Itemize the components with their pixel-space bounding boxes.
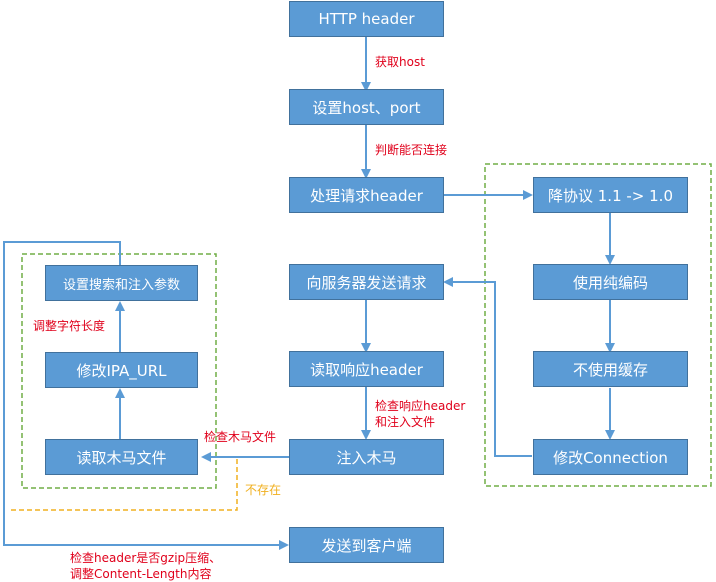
node-modify-connection: 修改Connection: [533, 439, 688, 475]
node-read-trojan-file: 读取木马文件: [45, 439, 198, 475]
node-modify-ipa-url: 修改IPA_URL: [45, 352, 198, 388]
arrow-search-params-to-send-client: [3, 241, 289, 550]
node-set-host-port: 设置host、port: [289, 89, 444, 125]
node-downgrade-protocol: 降协议 1.1 -> 1.0: [533, 177, 688, 213]
label-check-trojan-file: 检查木马文件: [204, 430, 277, 444]
label-not-exist: 不存在: [245, 483, 282, 497]
not-exist-dashed-path: [8, 459, 238, 511]
node-read-response: 读取响应header: [289, 351, 444, 387]
label-check-connection: 判断能否连接: [375, 143, 448, 157]
node-http-header: HTTP header: [289, 1, 444, 37]
arrow-connection-to-send-request: [443, 277, 532, 457]
node-send-request: 向服务器发送请求: [289, 264, 444, 300]
node-inject-trojan: 注入木马: [289, 439, 444, 475]
label-adjust-length: 调整字符长度: [33, 319, 106, 333]
label-check-header-line2: 和注入文件: [375, 415, 436, 429]
label-check-header-line1: 检查响应header: [375, 399, 466, 413]
group-protocol-dashed-border: [484, 163, 712, 487]
node-plain-encoding: 使用纯编码: [533, 264, 688, 300]
label-get-host: 获取host: [375, 55, 425, 69]
node-set-search-params: 设置搜索和注入参数: [45, 265, 198, 301]
label-gzip-line2: 调整Content-Length内容: [70, 567, 212, 581]
node-no-cache: 不使用缓存: [533, 351, 688, 387]
node-process-header: 处理请求header: [289, 177, 444, 213]
label-gzip-line1: 检查header是否gzip压缩、: [70, 551, 222, 565]
node-send-client: 发送到客户端: [289, 527, 444, 563]
